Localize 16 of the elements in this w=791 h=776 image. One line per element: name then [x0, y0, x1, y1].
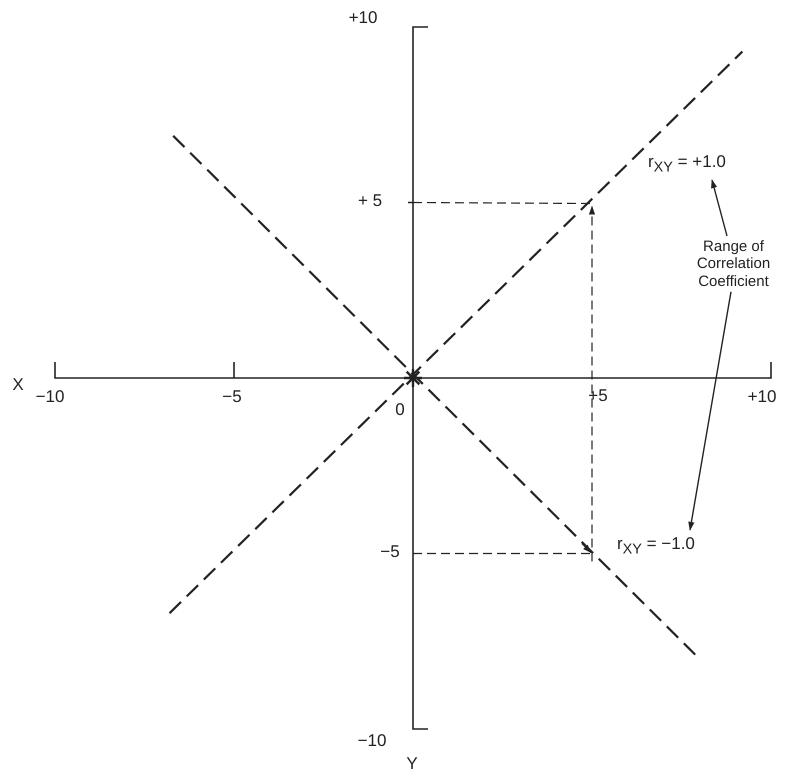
axis-label: + 5	[358, 191, 382, 211]
axis-label: +10	[748, 387, 776, 407]
axis-label: Y	[406, 754, 418, 774]
axis-label: 0	[395, 400, 405, 420]
axis-label: +10	[348, 8, 378, 28]
correlation-value-label: r$_{XY}$ = +1.0	[648, 152, 758, 176]
correlation-value-label: r$_{XY}$ = −1.0	[617, 534, 737, 558]
annotation-text: Range of Correlation Coefficient	[676, 238, 791, 290]
axis-label: −10	[358, 731, 386, 751]
axis-label: X	[12, 375, 24, 395]
arrow	[711, 179, 728, 236]
axis-label: +5	[588, 386, 608, 406]
axis-label: −5	[380, 542, 400, 562]
axis-label: −10	[36, 387, 64, 407]
axis-label: −5	[222, 387, 242, 407]
arrow	[688, 292, 732, 531]
